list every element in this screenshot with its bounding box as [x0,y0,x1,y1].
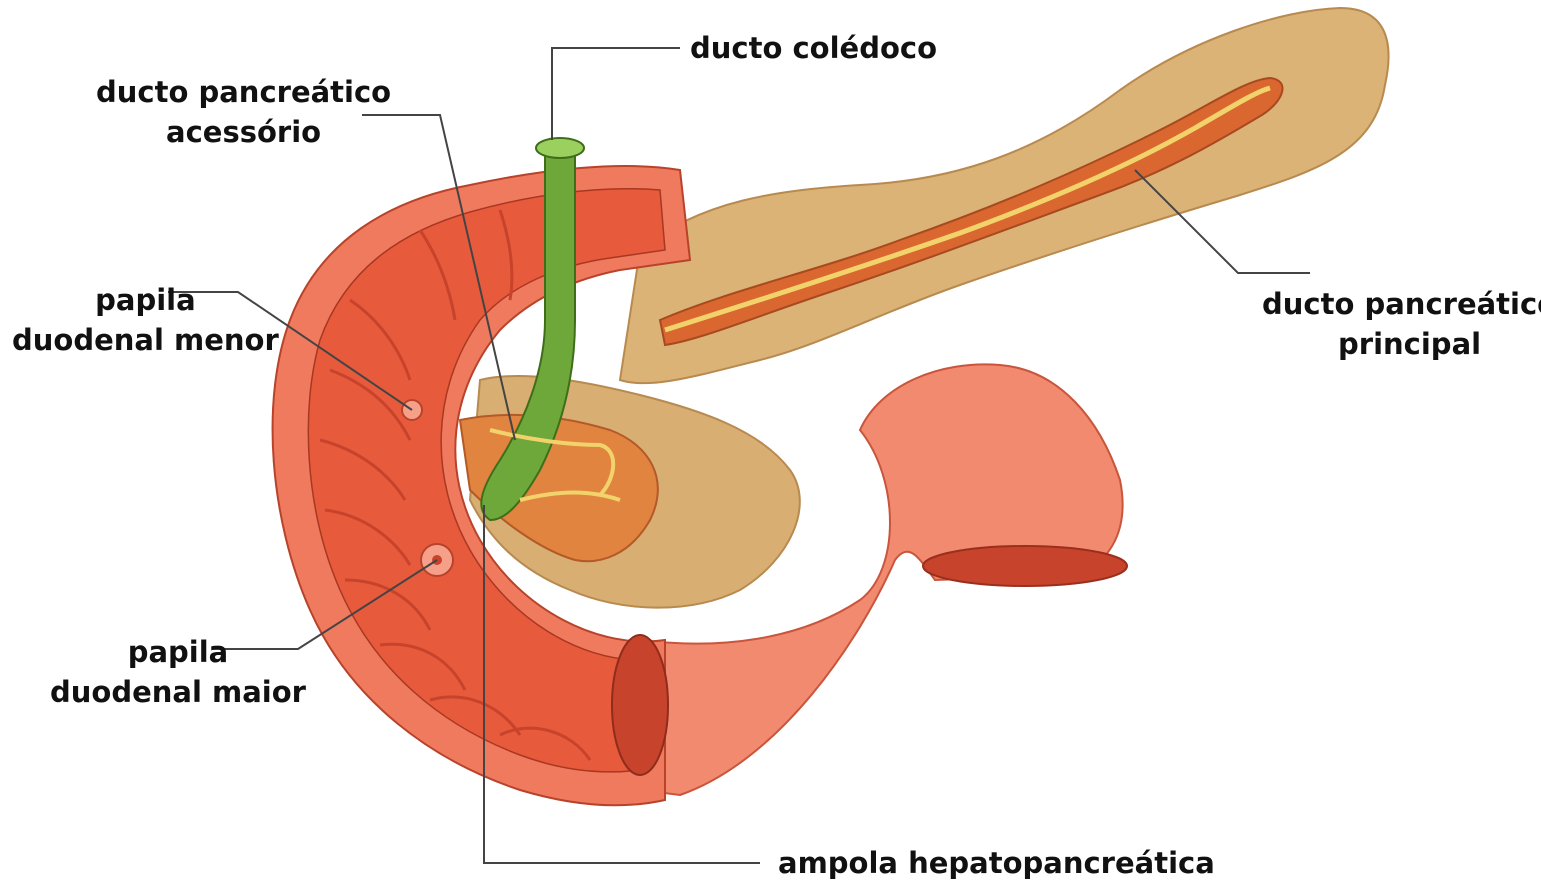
ampulla-text: ampola hepatopancreática [778,843,1215,883]
minor-papilla-label: papila duodenal menor [12,280,279,360]
minor-papilla-line2: duodenal menor [12,320,279,360]
ampulla-label: ampola hepatopancreática [778,843,1215,883]
main-duct-label: ducto pancreático principal [1262,284,1541,364]
accessory-duct-label: ducto pancreático acessório [96,72,391,152]
major-papilla-line2: duodenal maior [50,672,306,712]
main-duct-line2: principal [1262,324,1541,364]
common-bile-duct-opening [536,138,584,158]
accessory-duct-line2: acessório [96,112,391,152]
common-bile-duct-text: ducto colédoco [690,28,937,68]
accessory-duct-line1: ducto pancreático [96,72,391,112]
common-bile-duct-label: ducto colédoco [690,28,937,68]
leader-common-bile-duct [552,48,680,140]
major-papilla-line1: papila [50,632,306,672]
major-papilla-label: papila duodenal maior [50,632,306,712]
minor-papilla-line1: papila [12,280,279,320]
duodenum-cut-end [612,635,668,775]
main-duct-line1: ducto pancreático [1262,284,1541,324]
jejunum-cut-end [923,546,1127,586]
